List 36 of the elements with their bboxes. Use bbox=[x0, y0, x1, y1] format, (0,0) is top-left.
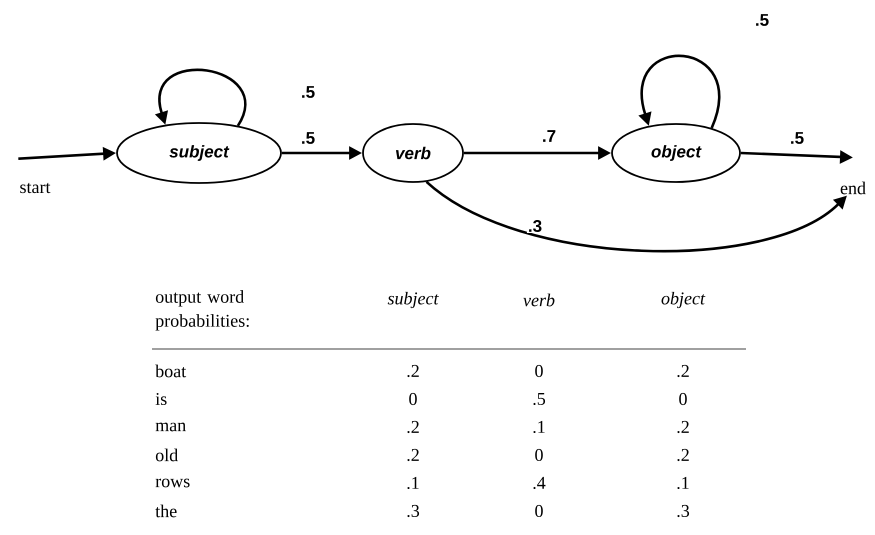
edge-label: .5 bbox=[754, 13, 770, 27]
table-cell: .2 bbox=[407, 448, 419, 462]
table-cell: .1 bbox=[533, 420, 545, 434]
column-header: object bbox=[662, 292, 706, 308]
table-cell: .3 bbox=[677, 504, 690, 518]
table-cell: .2 bbox=[677, 448, 689, 462]
table-header: output word probabilities: bbox=[156, 290, 249, 330]
table-cell: 0 bbox=[535, 504, 543, 518]
terminal-label: end bbox=[840, 182, 866, 194]
table-cell: the bbox=[155, 504, 177, 518]
edge-label: .7 bbox=[540, 129, 558, 143]
table-cell: .1 bbox=[407, 476, 419, 490]
table-cell: .2 bbox=[407, 420, 419, 434]
table-cell: .2 bbox=[677, 364, 689, 378]
table-cell: .4 bbox=[533, 476, 546, 490]
table-cell: .1 bbox=[677, 476, 689, 490]
table-cell: is bbox=[156, 392, 167, 406]
table-cell: old bbox=[156, 448, 178, 462]
table-cell: boat bbox=[155, 364, 186, 378]
column-header: verb bbox=[523, 294, 554, 306]
edge-label: .5 bbox=[300, 85, 316, 99]
table-cell: man bbox=[156, 422, 186, 432]
table-cell: .2 bbox=[407, 364, 419, 378]
terminal-label: start bbox=[20, 182, 50, 194]
edge-label: .3 bbox=[526, 218, 544, 234]
edge-label: .5 bbox=[788, 131, 806, 145]
table-cell: 0 bbox=[535, 364, 543, 378]
column-header: subject bbox=[388, 292, 439, 308]
table-cell: 0 bbox=[409, 392, 417, 406]
table-cell: .3 bbox=[407, 504, 420, 518]
table-cell: rows bbox=[156, 478, 190, 488]
table-cell: 0 bbox=[535, 448, 543, 462]
table-cell: 0 bbox=[679, 392, 687, 406]
table-cell: .5 bbox=[533, 392, 546, 405]
edge-label: .5 bbox=[300, 131, 316, 145]
table-cell: .2 bbox=[677, 420, 689, 434]
